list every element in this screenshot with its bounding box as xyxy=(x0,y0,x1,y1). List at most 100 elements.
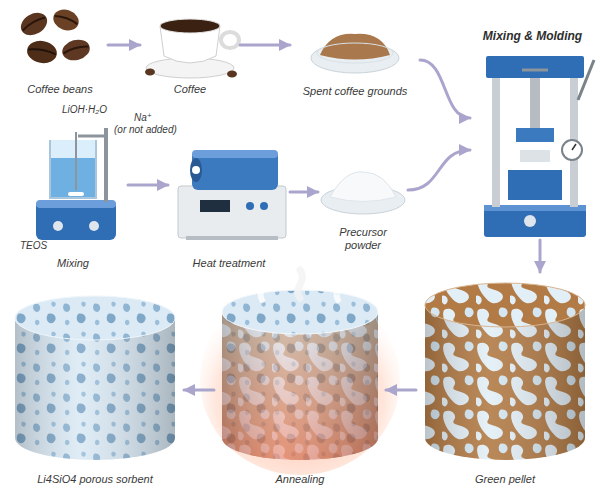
flow-arrow xyxy=(108,44,140,47)
green-pellet-cylinder xyxy=(425,283,585,460)
flow-arrow xyxy=(240,44,290,47)
flow-arrow xyxy=(408,150,470,190)
magnetic-stirrer-part xyxy=(53,221,63,231)
annealing-cylinder-part xyxy=(336,276,341,300)
tube-furnace-part xyxy=(192,150,278,190)
hydraulic-press-part xyxy=(572,144,576,150)
coffee-cup-part xyxy=(221,32,239,48)
coffee-beans-part-part xyxy=(50,6,81,34)
coffee-cup xyxy=(145,19,239,78)
magnetic-stirrer-part xyxy=(68,192,84,196)
coffee-cup-part xyxy=(227,71,237,78)
step-label: Precursor powder xyxy=(332,226,394,252)
step-label: Heat treatment xyxy=(193,257,266,270)
process-step: Green pellet xyxy=(416,272,594,488)
coffee-beans-part xyxy=(17,8,51,39)
tube-furnace-part xyxy=(190,158,202,182)
hydraulic-press-part xyxy=(562,140,582,160)
sorbent-cylinder xyxy=(15,296,175,460)
annealing-cylinder-part xyxy=(260,274,265,300)
tube-furnace xyxy=(178,150,286,240)
process-step: Annealing xyxy=(214,272,386,488)
tube-furnace-part xyxy=(192,150,278,158)
magnetic-stirrer-part xyxy=(51,158,95,197)
magnetic-stirrer-part xyxy=(89,221,99,231)
magnetic-stirrer-part xyxy=(50,140,96,198)
reagent-label: LiOH·H₂O xyxy=(62,104,107,116)
process-step: Mixing & Molding xyxy=(470,28,595,240)
magnetic-stirrer-part xyxy=(36,200,116,240)
reagent-label: Na⁺ xyxy=(134,112,152,124)
flow-arrow xyxy=(128,184,168,187)
coffee-beans-part xyxy=(60,37,92,64)
green-pellet-cylinder-part xyxy=(425,305,585,460)
spent-grounds-dish-part xyxy=(320,34,390,60)
hydraulic-press-part xyxy=(578,60,594,100)
reagent-label: TEOS xyxy=(20,240,47,252)
process-step: Spent coffee grounds xyxy=(290,20,420,100)
hydraulic-press-part xyxy=(486,56,584,78)
step-label: Green pellet xyxy=(475,473,535,486)
process-step: Coffee beans xyxy=(12,4,108,98)
process-step: Precursor powder xyxy=(318,148,408,254)
flow-arrow xyxy=(386,389,416,392)
step-label: Annealing xyxy=(276,473,325,486)
flow-arrow xyxy=(420,60,470,118)
green-pellet-cylinder-part xyxy=(425,305,585,460)
hydraulic-press-part xyxy=(508,170,562,200)
hydraulic-press-part xyxy=(516,128,554,142)
coffee-beans-part-part xyxy=(55,14,78,24)
coffee-cup-part xyxy=(145,69,155,76)
hydraulic-press-part xyxy=(492,62,500,207)
process-step: Heat treatment xyxy=(168,130,290,272)
step-label: Coffee beans xyxy=(27,83,92,96)
coffee-beans xyxy=(17,6,92,65)
step-label: Mixing & Molding xyxy=(483,30,582,43)
precursor-dish-part xyxy=(330,172,396,202)
coffee-beans-part xyxy=(25,39,58,66)
green-pellet-cylinder-part xyxy=(425,283,585,327)
coffee-beans-part-part xyxy=(22,16,46,31)
tube-furnace-part xyxy=(260,202,268,210)
spent-grounds-dish-part xyxy=(317,43,393,63)
precursor-dish xyxy=(321,172,405,214)
coffee-beans-part-part xyxy=(25,39,58,66)
process-step: Li4SiO4 porous sorbent xyxy=(6,292,184,488)
step-label: Mixing xyxy=(57,257,89,270)
annealing-cylinder-part xyxy=(298,270,303,298)
hydraulic-press-part xyxy=(522,69,548,72)
reagent-label: (or not added) xyxy=(114,124,177,136)
step-label: Spent coffee grounds xyxy=(303,85,408,98)
tube-furnace-part xyxy=(192,166,200,174)
coffee-beans-part-part xyxy=(60,37,92,64)
hydraulic-press-part xyxy=(570,62,578,207)
spent-grounds-dish xyxy=(311,34,399,73)
magnetic-stirrer-part xyxy=(75,132,77,190)
step-label: Li4SiO4 porous sorbent xyxy=(37,473,153,486)
magnetic-stirrer xyxy=(36,128,116,240)
coffee-beans-part-part xyxy=(63,45,89,54)
flow-arrow xyxy=(539,240,542,272)
hydraulic-press-part xyxy=(530,78,540,128)
magnetic-stirrer-part xyxy=(104,128,108,202)
hydraulic-press-part xyxy=(484,205,586,237)
hydraulic-press-part xyxy=(520,150,550,162)
coffee-beans-part-part xyxy=(28,48,56,55)
sorbent-cylinder-part xyxy=(15,296,175,340)
tube-furnace-part xyxy=(186,236,278,240)
process-step: Coffee xyxy=(140,4,240,98)
coffee-beans-part-part xyxy=(17,8,51,39)
hydraulic-press xyxy=(484,56,594,237)
flow-arrow xyxy=(184,389,214,392)
tube-furnace-part xyxy=(178,186,286,238)
tube-furnace-part xyxy=(200,200,230,212)
annealing-cylinder xyxy=(200,270,400,475)
flow-arrow xyxy=(290,191,318,194)
coffee-beans-part xyxy=(50,6,81,34)
magnetic-stirrer-part xyxy=(78,135,106,138)
hydraulic-press-part xyxy=(524,215,536,227)
annealing-cylinder-part xyxy=(200,285,400,475)
tube-furnace-part xyxy=(246,202,254,210)
